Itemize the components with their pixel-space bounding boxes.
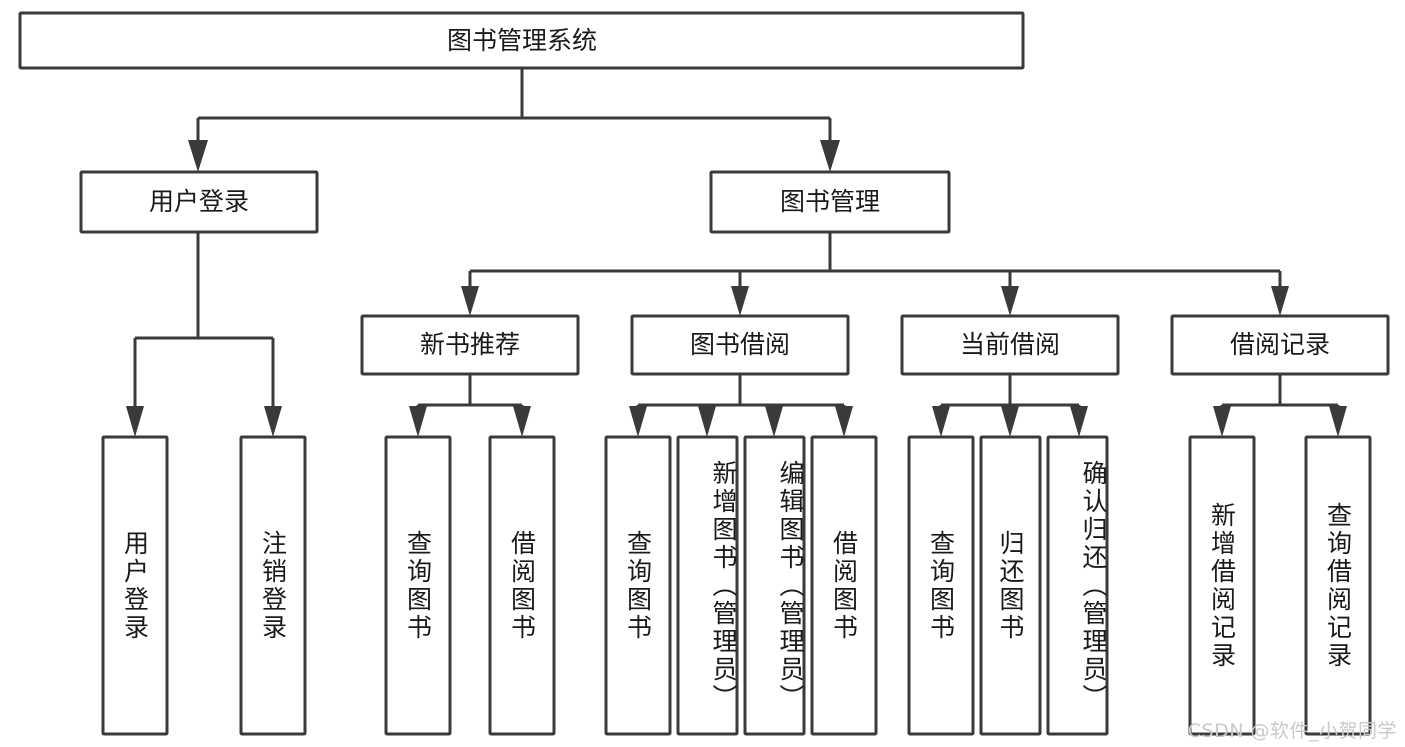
arrow-icon — [932, 406, 950, 437]
leaf-box-user-login-0[interactable] — [101, 435, 169, 736]
arrow-icon — [188, 140, 208, 172]
leaf-box-book-borrow-1[interactable] — [676, 435, 739, 736]
node-book-management-label: 图书管理 — [780, 187, 880, 216]
connector-newbook-to-leaves — [409, 374, 531, 437]
connector-userlogin-to-leaves — [126, 232, 282, 437]
arrow-icon — [1001, 406, 1019, 437]
node-new-book-recommend[interactable] — [360, 314, 580, 376]
arrow-icon — [820, 140, 840, 172]
arrow-icon — [264, 406, 282, 437]
node-borrow-record-label: 借阅记录 — [1230, 330, 1330, 359]
connector-bookborrow-to-leaves — [629, 374, 853, 437]
connector-currentborrow-to-leaves — [932, 374, 1088, 437]
arrow-icon — [765, 406, 783, 437]
connector-bookmgmt-to-level2 — [461, 232, 1289, 316]
leaf-box-current-borrow-1[interactable] — [979, 435, 1042, 736]
leaf-box-borrow-record-1[interactable] — [1304, 435, 1372, 736]
node-new-book-recommend-label: 新书推荐 — [420, 330, 520, 359]
arrow-icon — [629, 406, 647, 437]
arrow-icon — [409, 406, 427, 437]
connector-borrowrecord-to-leaves — [1213, 374, 1347, 437]
leaf-box-book-borrow-3[interactable] — [810, 435, 878, 736]
arrow-icon — [461, 286, 479, 316]
node-book-borrow-label: 图书借阅 — [690, 330, 790, 359]
watermark-text: CSDN @软件_小贺同学 — [1187, 720, 1397, 742]
connector-root-to-level1 — [188, 68, 840, 172]
arrow-icon — [1213, 406, 1231, 437]
leaf-box-book-borrow-2[interactable] — [743, 435, 806, 736]
arrow-icon — [835, 406, 853, 437]
node-book-management[interactable] — [709, 170, 951, 234]
node-root[interactable] — [18, 11, 1025, 70]
node-root-label: 图书管理系统 — [447, 26, 597, 55]
leaf-box-new-book-0[interactable] — [384, 435, 452, 736]
node-borrow-record[interactable] — [1170, 314, 1390, 376]
node-current-borrow-label: 当前借阅 — [960, 330, 1060, 359]
arrow-icon — [126, 406, 144, 437]
arrow-icon — [698, 406, 716, 437]
arrow-icon — [1001, 286, 1019, 316]
node-user-login[interactable] — [79, 170, 319, 234]
leaf-box-new-book-1[interactable] — [488, 435, 556, 736]
arrow-icon — [731, 286, 749, 316]
node-user-login-label: 用户登录 — [149, 187, 249, 216]
arrow-icon — [513, 406, 531, 437]
leaf-box-current-borrow-2[interactable] — [1046, 435, 1109, 736]
leaf-box-borrow-record-0[interactable] — [1188, 435, 1256, 736]
arrow-icon — [1070, 406, 1088, 437]
leaf-box-book-borrow-0[interactable] — [604, 435, 672, 736]
leaf-box-user-login-1[interactable] — [239, 435, 307, 736]
node-current-borrow[interactable] — [900, 314, 1120, 376]
arrow-icon — [1329, 406, 1347, 437]
leaf-box-current-borrow-0[interactable] — [907, 435, 975, 736]
node-book-borrow[interactable] — [630, 314, 850, 376]
arrow-icon — [1271, 286, 1289, 316]
